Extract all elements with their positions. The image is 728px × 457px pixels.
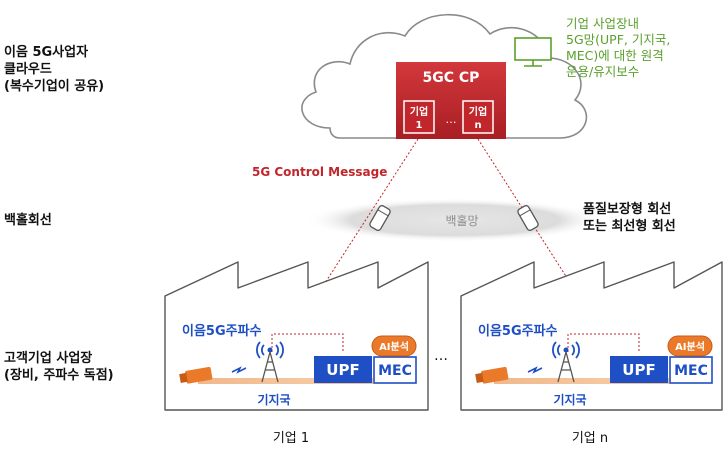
backhaul-side-label: 백홀회선	[4, 213, 52, 228]
ai-badge	[371, 335, 417, 357]
mec-label: MEC	[378, 363, 412, 379]
control-message-label: 5G Control Message	[252, 165, 388, 179]
mec-box	[373, 356, 417, 384]
link-device-icon	[369, 205, 391, 231]
backhaul-network-label: 백홀망	[445, 214, 478, 228]
tenant-dots: …	[446, 113, 457, 126]
site-side-label-line1: 고객기업 사업장	[4, 351, 93, 366]
site-side-label-line2: (장비, 주파수 독점)	[4, 368, 114, 383]
cloud-side-label-line3: (복수기업이 공유)	[4, 79, 105, 94]
control-line-left	[282, 138, 419, 349]
camera-icon	[475, 366, 509, 384]
factory-caption-n: 기업 n	[571, 431, 609, 446]
ai-badge	[667, 335, 713, 357]
monitor-note-line1: 기업 사업장내	[566, 16, 639, 31]
backhaul-note-line1: 품질보장형 회선	[583, 202, 672, 217]
upf-box	[610, 356, 668, 383]
upf-label: UPF	[622, 361, 655, 379]
cloud-side-label: 이음 5G사업자 클라우드 (복수기업이 공유)	[4, 44, 104, 95]
cp-title: 5GC CP	[423, 70, 480, 86]
tenant-last-line2: n	[474, 120, 481, 131]
antenna-tower-icon	[256, 341, 284, 383]
mec-label: MEC	[674, 363, 708, 379]
base-station-label: 기지국	[553, 392, 586, 407]
base-station-label: 기지국	[257, 392, 290, 407]
tenant-first-line1: 기업	[410, 105, 428, 118]
monitor-icon	[514, 37, 552, 67]
monitor-note-line4: 운용/유지보수	[566, 64, 640, 79]
link-device-icon	[517, 205, 539, 231]
upf-label: UPF	[326, 361, 359, 379]
control-line-right	[477, 138, 613, 349]
between-dots: …	[434, 348, 448, 364]
tenant-first-line2: 1	[416, 120, 423, 131]
antenna-tower-icon	[552, 341, 580, 383]
mec-box	[669, 356, 713, 384]
cloud-side-label-line2: 클라우드	[4, 62, 52, 77]
ai-badge-label: AI분석	[675, 340, 705, 353]
spectrum-label: 이음5G주파수	[478, 323, 558, 339]
ai-badge-label: AI분석	[379, 340, 409, 353]
tenant-last-line1: 기업	[469, 105, 487, 118]
monitor-note-line2: 5G망(UPF, 기지국,	[566, 32, 671, 47]
monitor-note: 기업 사업장내 5G망(UPF, 기지국, MEC)에 대한 원격 운용/유지보…	[566, 16, 670, 80]
backhaul-note-line2: 또는 최선형 회선	[583, 219, 676, 234]
monitor-note-line3: MEC)에 대한 원격	[566, 48, 664, 63]
tenant-box-first	[403, 100, 435, 134]
dotted-connector	[271, 333, 344, 352]
spectrum-label: 이음5G주파수	[182, 323, 262, 339]
factory-n-contents: UPF MEC AI분석 이음5G주파수 기지국	[475, 323, 713, 407]
camera-icon	[179, 366, 213, 384]
cloud-side-label-line1: 이음 5G사업자	[4, 45, 89, 60]
backhaul-note: 품질보장형 회선 또는 최선형 회선	[583, 201, 676, 235]
factory-caption-1: 기업 1	[272, 431, 310, 446]
dotted-connector	[567, 333, 640, 352]
tenant-box-last	[462, 100, 494, 134]
upf-box	[314, 356, 372, 383]
site-side-label: 고객기업 사업장 (장비, 주파수 독점)	[4, 350, 114, 384]
factory-1-contents: UPF MEC AI분석 이음5G주파수 기지국	[179, 323, 417, 407]
